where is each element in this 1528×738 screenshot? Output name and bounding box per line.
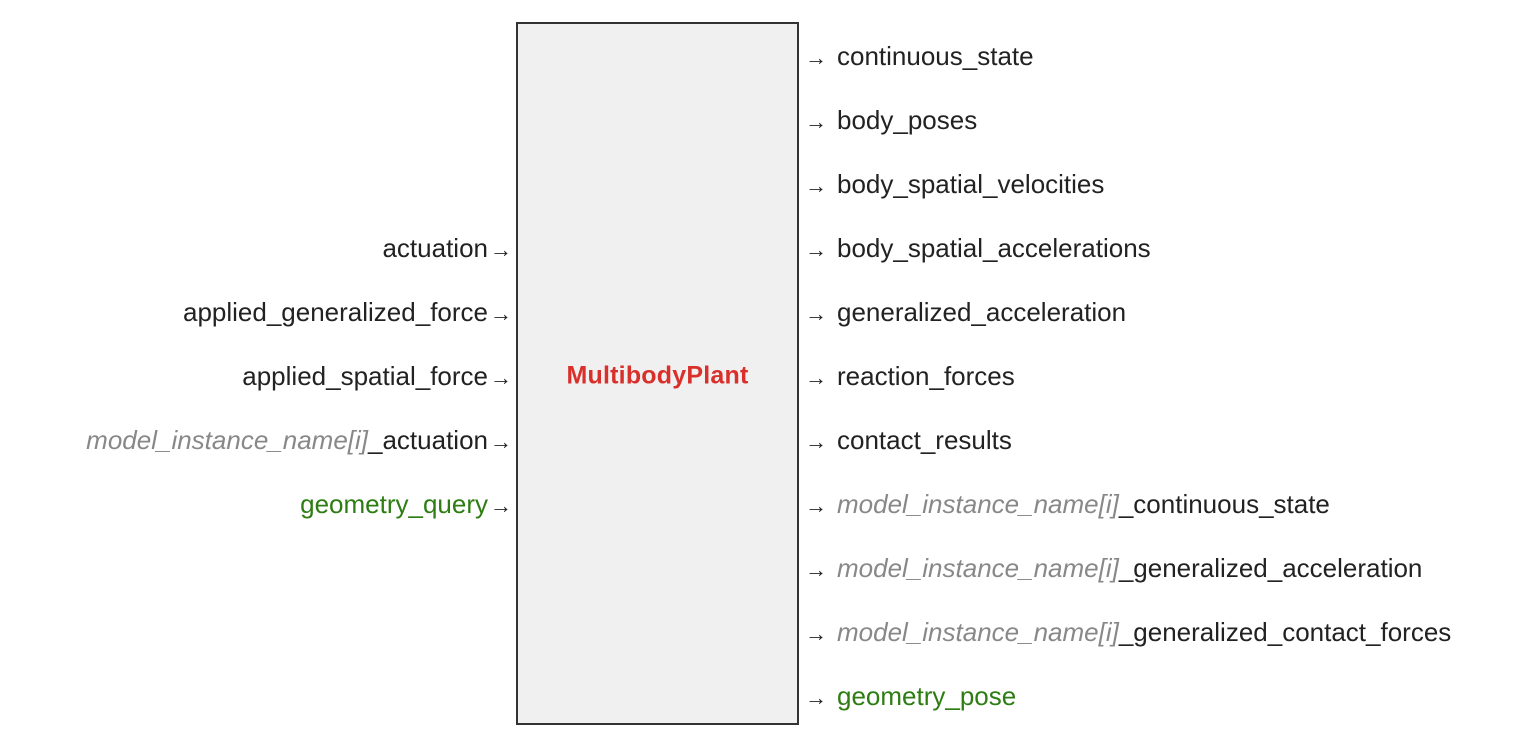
port-name: body_spatial_accelerations: [837, 233, 1151, 263]
port-label: applied_generalized_force: [183, 297, 488, 327]
port-prefix: model_instance_name[i]: [86, 425, 369, 455]
port-arrow-icon: →: [805, 109, 827, 134]
output-port: → continuous_state: [805, 41, 1034, 73]
output-port: → model_instance_name[i]_generalized_cont…: [805, 617, 1451, 649]
output-port: → body_spatial_accelerations: [805, 233, 1151, 265]
port-prefix: model_instance_name[i]: [837, 489, 1119, 519]
output-port: → model_instance_name[i]_generalized_acce…: [805, 553, 1422, 585]
port-name: body_poses: [837, 105, 978, 135]
port-arrow-icon: →: [490, 301, 512, 326]
port-label: reaction_forces: [837, 361, 1015, 391]
port-arrow-icon: →: [490, 493, 512, 518]
port-name: _generalized_contact_forces: [1118, 617, 1452, 647]
output-port: → model_instance_name[i]_continuous_state: [805, 489, 1330, 521]
port-name: _actuation: [368, 425, 488, 455]
port-arrow-icon: →: [805, 429, 827, 454]
output-port: → generalized_acceleration: [805, 297, 1126, 329]
port-label: model_instance_name[i]_continuous_state: [837, 489, 1330, 519]
port-arrow-icon: →: [805, 557, 827, 582]
output-port: → body_poses: [805, 105, 977, 137]
port-name: actuation: [382, 233, 488, 263]
port-arrow-icon: →: [805, 493, 827, 518]
port-prefix: model_instance_name[i]: [837, 553, 1119, 583]
port-label: model_instance_name[i]_generalized_conta…: [837, 617, 1451, 647]
port-arrow-icon: →: [490, 365, 512, 390]
input-port: model_instance_name[i]_actuation→: [86, 425, 512, 457]
port-arrow-icon: →: [490, 429, 512, 454]
input-port: applied_spatial_force→: [242, 361, 512, 393]
port-name: applied_spatial_force: [242, 361, 488, 391]
input-port: applied_generalized_force→: [183, 297, 512, 329]
output-port: → body_spatial_velocities: [805, 169, 1104, 201]
port-name: body_spatial_velocities: [837, 169, 1105, 199]
port-label: body_poses: [837, 105, 977, 135]
port-label: actuation: [382, 233, 488, 263]
block-title: MultibodyPlant: [566, 361, 749, 390]
port-arrow-icon: →: [805, 237, 827, 262]
port-arrow-icon: →: [805, 365, 827, 390]
port-name: generalized_acceleration: [837, 297, 1127, 327]
input-port: geometry_query→: [300, 489, 512, 521]
output-port: → contact_results: [805, 425, 1012, 457]
port-arrow-icon: →: [490, 237, 512, 262]
input-port: actuation→: [382, 233, 512, 265]
system-block: [516, 22, 799, 725]
output-port: → geometry_pose: [805, 681, 1016, 713]
port-name: _continuous_state: [1118, 489, 1330, 519]
port-label: body_spatial_velocities: [837, 169, 1104, 199]
port-label: body_spatial_accelerations: [837, 233, 1151, 263]
port-prefix: model_instance_name[i]: [837, 617, 1119, 647]
port-name: geometry_query: [300, 489, 488, 519]
port-arrow-icon: →: [805, 685, 827, 710]
port-name: continuous_state: [837, 41, 1034, 71]
port-arrow-icon: →: [805, 621, 827, 646]
port-arrow-icon: →: [805, 173, 827, 198]
port-label: model_instance_name[i]_actuation: [86, 425, 488, 455]
port-label: continuous_state: [837, 41, 1034, 71]
port-name: reaction_forces: [837, 361, 1015, 391]
port-name: geometry_pose: [837, 681, 1017, 711]
port-label: geometry_query: [300, 489, 488, 519]
output-port: → reaction_forces: [805, 361, 1015, 393]
port-label: model_instance_name[i]_generalized_accel…: [837, 553, 1422, 583]
port-label: contact_results: [837, 425, 1012, 455]
port-label: geometry_pose: [837, 681, 1016, 711]
port-name: _generalized_acceleration: [1118, 553, 1423, 583]
port-name: contact_results: [837, 425, 1012, 455]
port-arrow-icon: →: [805, 301, 827, 326]
port-label: applied_spatial_force: [242, 361, 488, 391]
port-name: applied_generalized_force: [182, 297, 488, 327]
port-label: generalized_acceleration: [837, 297, 1126, 327]
port-arrow-icon: →: [805, 45, 827, 70]
